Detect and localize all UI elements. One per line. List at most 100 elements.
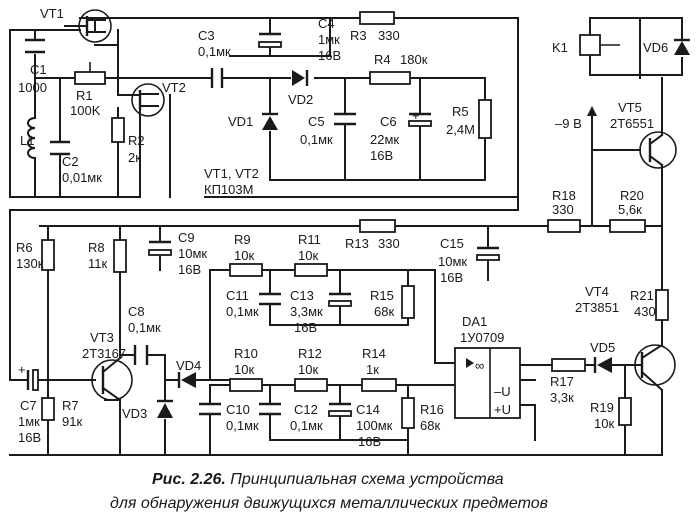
label-vt4-value: 2Т3851 xyxy=(575,300,619,315)
figure-caption: Рис. 2.26. Принципиальная схема устройст… xyxy=(110,471,548,512)
label-r10: R10 xyxy=(234,346,258,361)
resistor-r12 xyxy=(294,378,328,392)
label-vt3-value: 2Т3167 xyxy=(82,346,126,361)
capacitor-c5 xyxy=(334,112,356,126)
resistor-r4 xyxy=(369,71,411,85)
wires-top xyxy=(9,17,519,198)
diode-vd1 xyxy=(262,112,278,130)
label-c4-value2: 16В xyxy=(318,48,341,63)
label-k1: K1 xyxy=(552,40,568,55)
label-c2-value: 0,01мк xyxy=(62,170,102,185)
label-r12-value: 10к xyxy=(298,362,318,377)
label-r13: R13 xyxy=(345,236,369,251)
resistor-r2 xyxy=(111,117,125,143)
resistor-r6 xyxy=(41,239,55,271)
label-r7-value: 91к xyxy=(62,414,82,429)
capacitor-c4 xyxy=(258,32,282,48)
wires-right xyxy=(39,17,683,456)
label-r1-value: 100K xyxy=(70,103,101,118)
label-r14: R14 xyxy=(362,346,386,361)
resistor-r21 xyxy=(655,289,669,321)
label-r6-value: 130к xyxy=(16,256,44,271)
transistor-vt1 xyxy=(64,9,112,43)
label-c8-value: 0,1мк xyxy=(128,320,161,335)
label-vd2: VD2 xyxy=(288,92,313,107)
label-c15: C15 xyxy=(440,236,464,251)
resistor-r10 xyxy=(229,378,263,392)
diode-vd4 xyxy=(177,372,196,388)
resistor-r15 xyxy=(401,285,415,319)
label-vt-note1: VT1, VT2 xyxy=(204,166,259,181)
label-vd5: VD5 xyxy=(590,340,615,355)
label-vt4: VT4 xyxy=(585,284,609,299)
resistor-r18 xyxy=(547,219,581,233)
resistor-r14 xyxy=(361,378,397,392)
capacitor-c1 xyxy=(25,38,45,54)
label-r15: R15 xyxy=(370,288,394,303)
label-r8: R8 xyxy=(88,240,105,255)
label-c6-value2: 16В xyxy=(370,148,393,163)
label-c6-value1: 22мк xyxy=(370,132,399,147)
label-plus-c7: + xyxy=(18,362,26,377)
resistor-r11 xyxy=(294,263,328,277)
capacitor-c2 xyxy=(50,140,70,156)
label-c1: C1 xyxy=(30,62,47,77)
label-c8: C8 xyxy=(128,304,145,319)
label-minus-u: –U xyxy=(494,384,511,399)
label-r4-value: 180к xyxy=(400,52,428,67)
label-vt5: VT5 xyxy=(618,100,642,115)
label-opamp-symbol: ∞ xyxy=(475,358,484,373)
label-r21-value: 430 xyxy=(634,304,656,319)
label-c9: C9 xyxy=(178,230,195,245)
label-c2: C2 xyxy=(62,154,79,169)
label-supply: –9 В xyxy=(555,116,582,131)
label-r1: R1 xyxy=(76,88,93,103)
label-c4-value1: 1мк xyxy=(318,32,340,47)
label-plus-c6: + xyxy=(412,108,420,123)
label-r18-value: 330 xyxy=(552,202,574,217)
label-c12: C12 xyxy=(294,402,318,417)
capacitor-c7 xyxy=(26,369,39,391)
label-vt2: VT2 xyxy=(162,80,186,95)
label-c13-value2: 16В xyxy=(294,320,317,335)
diode-vd2 xyxy=(292,70,309,86)
label-vd4: VD4 xyxy=(176,358,201,373)
label-c9-value1: 10мк xyxy=(178,246,207,261)
transistor-vt3 xyxy=(91,356,133,402)
resistor-r1 xyxy=(74,71,106,85)
svg-text:Рис. 2.26. Принципиальная схем: Рис. 2.26. Принципиальная схема устройст… xyxy=(152,471,504,488)
capacitor-c10 xyxy=(199,402,221,416)
label-c14-value2: 16В xyxy=(358,434,381,449)
capacitor-c15 xyxy=(476,246,500,261)
label-c5: C5 xyxy=(308,114,325,129)
label-r11: R11 xyxy=(298,232,321,247)
label-r6: R6 xyxy=(16,240,33,255)
capacitor-c12 xyxy=(259,402,281,416)
label-c15-value2: 16В xyxy=(440,270,463,285)
opamp-da1 xyxy=(454,347,521,419)
label-vd1: VD1 xyxy=(228,114,253,129)
label-r19-value: 10к xyxy=(594,416,614,431)
label-r21: R21 xyxy=(630,288,654,303)
label-r9-value: 10к xyxy=(234,248,254,263)
label-r13-value: 330 xyxy=(378,236,400,251)
label-r18: R18 xyxy=(552,188,576,203)
capacitor-c11 xyxy=(259,292,281,306)
label-r5-value: 2,4М xyxy=(446,122,475,137)
label-c3-value: 0,1мк xyxy=(198,44,231,59)
label-vd6: VD6 xyxy=(643,40,668,55)
label-da1-value: 1У0709 xyxy=(460,330,504,345)
label-r4: R4 xyxy=(374,52,391,67)
resistor-r17 xyxy=(551,358,586,372)
caption-prefix: Рис. 2.26. xyxy=(152,471,226,488)
label-c13: C13 xyxy=(290,288,314,303)
wires-bottom xyxy=(9,196,663,456)
label-r19: R19 xyxy=(590,400,614,415)
label-c11: C11 xyxy=(226,288,249,303)
resistor-r8 xyxy=(113,239,127,273)
label-c7: C7 xyxy=(20,398,37,413)
label-r5: R5 xyxy=(452,104,469,119)
label-r20: R20 xyxy=(620,188,644,203)
label-c5-value: 0,1мк xyxy=(300,132,333,147)
